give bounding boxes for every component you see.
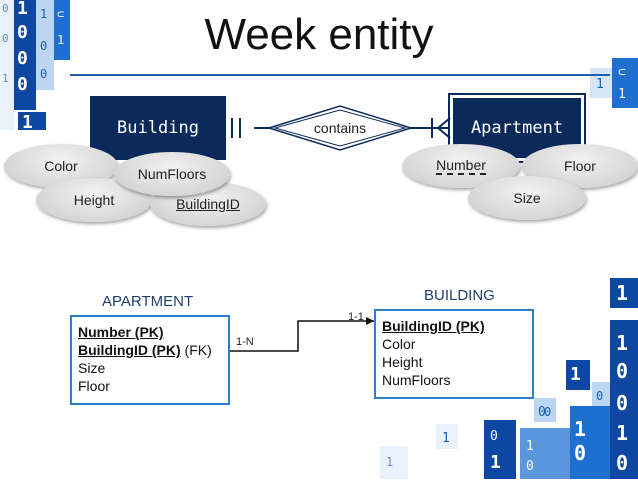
svg-text:⊂: ⊂ [618,65,626,80]
svg-text:0: 0 [544,405,551,419]
svg-text:1: 1 [57,33,64,47]
svg-text:0: 0 [490,429,498,444]
svg-text:1: 1 [618,87,626,102]
svg-text:⊂: ⊂ [57,7,64,21]
attr-floor-label: Floor [564,158,596,174]
svg-text:1: 1 [596,77,604,92]
entity-building-label: Building [117,118,199,138]
svg-text:0: 0 [616,359,628,383]
svg-text:0: 0 [40,67,47,81]
table-row: BuildingID (PK) (FK) [78,341,222,359]
binary-decoration-left: 0 0 1 1 0 0 0 1 1 0 0 ⊂ 1 [0,0,70,130]
schema-fk-connector [230,320,374,352]
crowfoot-top [437,117,451,129]
table-row: Size [78,360,106,376]
attr-height-label: Height [73,192,115,208]
svg-text:1: 1 [386,455,393,469]
attr-color-label: Color [44,158,78,174]
entity-building: Building [90,96,226,160]
svg-text:0: 0 [616,451,628,475]
svg-text:0: 0 [538,405,546,420]
svg-text:0: 0 [574,441,586,465]
binary-pattern-bottom-right: 1 1 0 0 1 0 1 1 0 0 0 1 0 0 1 1 1 0 [380,278,638,479]
attr-size-label: Size [513,190,541,206]
table-apartment: Number (PK) BuildingID (PK) (FK) Size Fl… [70,315,230,405]
relationship-diamond [266,105,414,151]
table-title-building: BUILDING [424,287,495,304]
slide-title: Week entity [204,10,434,59]
table-row: Number (PK) [78,323,222,341]
svg-text:0: 0 [2,32,9,45]
svg-text:1: 1 [22,112,33,130]
svg-text:1: 1 [574,417,586,441]
crowfoot-bottom [437,127,451,139]
binary-pattern-left: 0 0 1 1 0 0 0 1 1 0 0 ⊂ 1 [0,0,70,130]
svg-text:0: 0 [2,2,9,15]
svg-text:0: 0 [526,459,534,474]
schema-arrowhead [366,317,374,325]
entity-apartment-label: Apartment [470,118,564,138]
svg-text:1: 1 [570,364,581,385]
svg-text:0: 0 [596,389,603,403]
svg-text:1: 1 [490,452,501,473]
attr-size: Size [468,176,586,220]
table-row: BuildingID (PK) [382,317,526,335]
building-pk-buildingid: BuildingID (PK) [382,318,485,334]
svg-text:0: 0 [17,48,28,69]
table-row: Height [382,354,423,370]
attr-numfloors-label: NumFloors [137,166,207,182]
relationship-label: contains [313,120,367,136]
svg-text:0: 0 [17,22,28,43]
svg-text:1: 1 [526,439,534,454]
table-row: NumFloors [382,372,451,388]
svg-text:1: 1 [616,421,628,445]
svg-text:1: 1 [17,0,28,19]
binary-decoration-bottom-right: 1 1 0 0 1 0 1 1 0 0 0 1 0 0 1 1 1 0 [370,270,638,479]
attr-number-label: Number [436,156,486,175]
svg-text:1: 1 [616,281,628,305]
apartment-pk-buildingid: BuildingID (PK) [78,342,181,358]
svg-text:1: 1 [616,331,628,355]
attr-buildingid-label: BuildingID [176,196,240,212]
table-row: Color [382,336,416,352]
cardinality-apartment: 1-N [236,336,254,348]
svg-text:0: 0 [616,391,628,415]
cardinality-building: 1-1 [348,311,364,323]
table-title-apartment: APARTMENT [102,293,194,310]
table-building: BuildingID (PK) Color Height NumFloors [374,309,534,399]
svg-text:1: 1 [442,431,450,446]
svg-text:1: 1 [40,7,47,21]
apartment-fk-note: (FK) [184,342,212,358]
attr-numfloors: NumFloors [114,152,230,196]
apartment-pk-number: Number (PK) [78,324,164,340]
relationship-diamond-inner [273,109,407,147]
svg-text:0: 0 [17,74,28,95]
table-row: Floor [78,378,110,394]
svg-text:0: 0 [40,39,47,53]
svg-text:1: 1 [2,72,9,85]
title-divider [70,74,610,76]
